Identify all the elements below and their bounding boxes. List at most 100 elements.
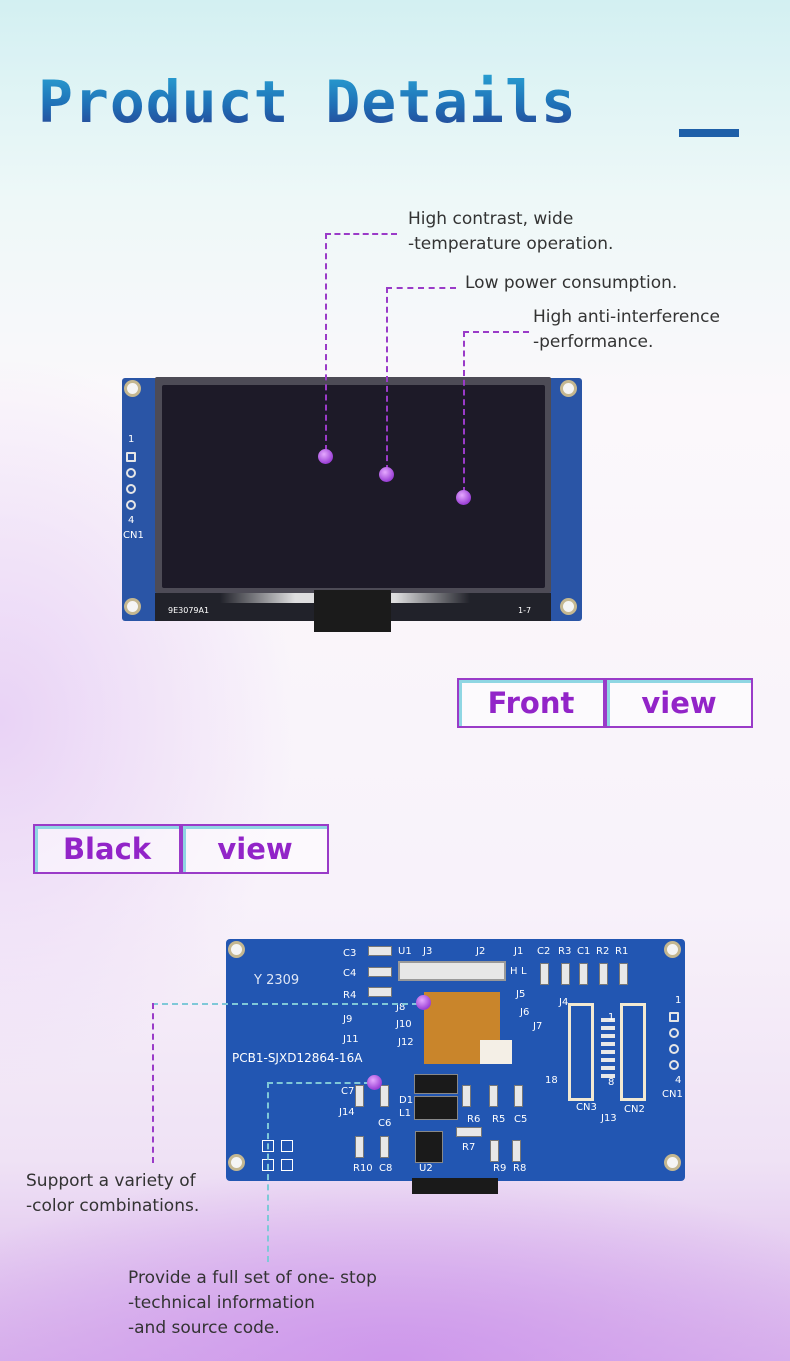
black-label-box: Black bbox=[33, 824, 181, 874]
silk-label: C7 bbox=[341, 1086, 355, 1097]
callout-technical-info: Provide a full set of one- stop -technic… bbox=[128, 1268, 377, 1338]
silk-label: J6 bbox=[520, 1007, 530, 1018]
silk-label: C4 bbox=[343, 968, 357, 979]
silk-label: CN1 bbox=[662, 1089, 683, 1100]
silk-label: R1 bbox=[615, 946, 629, 957]
callout-line bbox=[267, 1082, 269, 1262]
pin-4-label: 4 bbox=[128, 515, 135, 526]
smd-component bbox=[514, 1085, 523, 1107]
silk-label: R4 bbox=[343, 990, 357, 1001]
silk-label: C1 bbox=[577, 946, 591, 957]
oled-screen bbox=[162, 385, 545, 588]
callout-line bbox=[325, 233, 397, 235]
silk-label: C5 bbox=[514, 1114, 528, 1125]
pin-pad bbox=[126, 484, 136, 494]
silk-label: J9 bbox=[343, 1014, 353, 1025]
silk-label: 1 bbox=[608, 1012, 615, 1023]
mount-hole bbox=[124, 380, 141, 397]
silk-label: D1 bbox=[399, 1095, 414, 1106]
silk-label: J4 bbox=[559, 997, 569, 1008]
page-title: Product Details bbox=[38, 68, 577, 136]
silk-label: R6 bbox=[467, 1114, 481, 1125]
smd-component bbox=[579, 963, 588, 985]
callout-dot bbox=[379, 467, 394, 482]
silk-label: R2 bbox=[596, 946, 610, 957]
panel-edge bbox=[412, 1178, 498, 1194]
callout-line bbox=[267, 1082, 370, 1084]
silk-label: C6 bbox=[378, 1118, 392, 1129]
smd-component bbox=[355, 1136, 364, 1158]
silk-label: J2 bbox=[476, 946, 486, 957]
flex-cable-tab bbox=[314, 590, 391, 632]
pin-1-label: 1 bbox=[128, 434, 135, 445]
smd-component bbox=[561, 963, 570, 985]
callout-line bbox=[386, 287, 388, 471]
pin-pad bbox=[669, 1060, 679, 1070]
silk-label: R3 bbox=[558, 946, 572, 957]
silk-label: J7 bbox=[533, 1021, 543, 1032]
silk-label: H bbox=[510, 966, 518, 977]
silk-label: 1 bbox=[675, 995, 682, 1006]
silk-label: J8 bbox=[396, 1002, 406, 1013]
panel-code: 9E3079A1 bbox=[168, 606, 210, 615]
cn3-connector bbox=[568, 1003, 594, 1101]
callout-dot bbox=[318, 449, 333, 464]
pin-header bbox=[601, 1018, 615, 1080]
view-label-box: view bbox=[181, 824, 329, 874]
pin-pad bbox=[669, 1012, 679, 1022]
silk-label: J5 bbox=[516, 989, 526, 1000]
silk-label: L1 bbox=[399, 1108, 411, 1119]
pin-pad bbox=[126, 452, 136, 462]
silk-label: J14 bbox=[339, 1107, 355, 1118]
silk-label: 4 bbox=[675, 1075, 682, 1086]
silk-label: J11 bbox=[343, 1034, 359, 1045]
silk-label: J1 bbox=[514, 946, 524, 957]
smd-component bbox=[368, 946, 392, 956]
callout-line bbox=[325, 233, 327, 451]
callout-color-combinations: Support a variety of -color combinations… bbox=[26, 1171, 200, 1216]
silk-label: R9 bbox=[493, 1163, 507, 1174]
mount-hole bbox=[560, 598, 577, 615]
smd-component bbox=[599, 963, 608, 985]
silk-label: 8 bbox=[608, 1077, 615, 1088]
callout-line bbox=[152, 1003, 154, 1163]
silk-label: R10 bbox=[353, 1163, 373, 1174]
callout-dot bbox=[416, 995, 431, 1010]
silk-label: L bbox=[521, 966, 527, 977]
smd-component bbox=[540, 963, 549, 985]
callout-line bbox=[463, 331, 465, 493]
pin-pad bbox=[669, 1028, 679, 1038]
pin-pad bbox=[126, 468, 136, 478]
silk-label: CN3 bbox=[576, 1102, 597, 1113]
ic-chip bbox=[415, 1131, 443, 1163]
silk-label: R7 bbox=[462, 1142, 476, 1153]
mount-hole bbox=[228, 1154, 245, 1171]
mount-hole bbox=[664, 1154, 681, 1171]
cn1-label: CN1 bbox=[123, 530, 144, 541]
silk-label: J10 bbox=[396, 1019, 412, 1030]
mount-hole bbox=[124, 598, 141, 615]
x-mark bbox=[281, 1159, 293, 1171]
smd-component bbox=[490, 1140, 499, 1162]
silk-label: C3 bbox=[343, 948, 357, 959]
pin-pad bbox=[669, 1044, 679, 1054]
callout-contrast: High contrast, wide -temperature operati… bbox=[408, 209, 614, 254]
ffc-connector bbox=[398, 961, 506, 981]
mount-hole bbox=[560, 380, 577, 397]
callout-low-power: Low power consumption. bbox=[465, 273, 678, 293]
smd-component bbox=[368, 987, 392, 997]
callout-anti-interference: High anti-interference -performance. bbox=[533, 307, 720, 352]
front-label-box: Front bbox=[457, 678, 605, 728]
smd-component bbox=[489, 1085, 498, 1107]
silk-label: R8 bbox=[513, 1163, 527, 1174]
smd-component bbox=[380, 1085, 389, 1107]
flex-cable-end bbox=[480, 1040, 512, 1064]
pin-pad bbox=[126, 500, 136, 510]
callout-dot bbox=[367, 1075, 382, 1090]
silk-label: J3 bbox=[423, 946, 433, 957]
smd-component bbox=[619, 963, 628, 985]
mount-hole bbox=[228, 941, 245, 958]
silk-label: J12 bbox=[398, 1037, 414, 1048]
callout-line bbox=[152, 1003, 418, 1005]
cn2-connector bbox=[620, 1003, 646, 1101]
